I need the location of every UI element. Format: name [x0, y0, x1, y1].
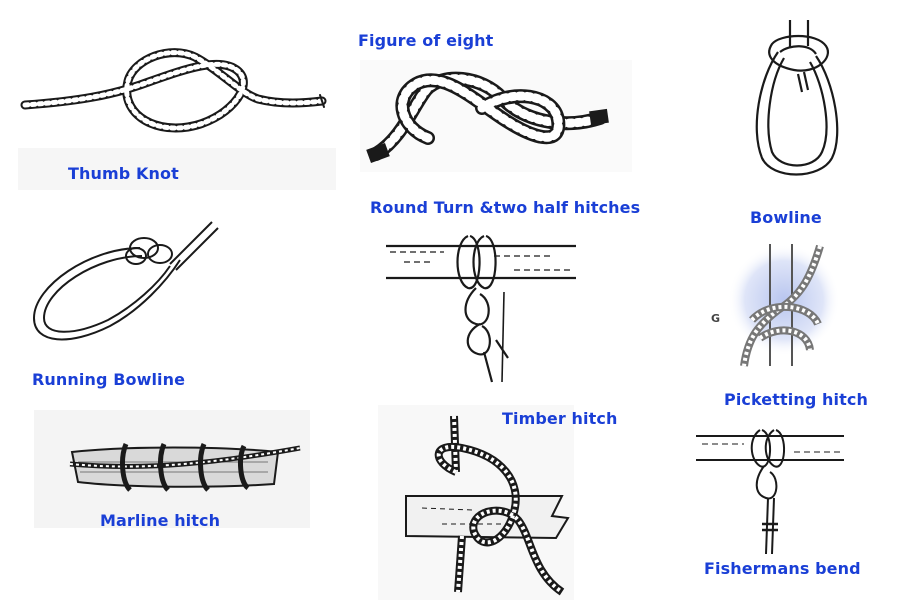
label-picketting-hitch: Picketting hitch: [724, 390, 868, 409]
marline-hitch-drawing-icon: [69, 443, 301, 492]
label-timber-hitch: Timber hitch: [502, 409, 618, 428]
label-bowline: Bowline: [750, 208, 822, 227]
label-figure-of-eight: Figure of eight: [358, 31, 494, 50]
thumb-knot-drawing-icon: [20, 48, 327, 133]
label-round-turn: Round Turn &two half hitches: [370, 198, 641, 217]
label-running-bowline: Running Bowline: [32, 370, 186, 389]
figure-of-eight-drawing-icon: [366, 71, 609, 163]
thumb-knot-tile: [18, 148, 336, 190]
fishermans-bend-drawing-icon: [696, 429, 844, 555]
bowline-drawing-icon: [755, 20, 839, 176]
label-thumb-knot: Thumb Knot: [68, 164, 179, 183]
picketting-marker: G: [711, 312, 721, 325]
label-fishermans-bend: Fishermans bend: [704, 559, 861, 578]
timber-hitch-drawing-icon: [405, 415, 570, 596]
round-turn-drawing-icon: [386, 234, 576, 383]
picketting-hitch-drawing-icon: [728, 244, 840, 367]
label-marline-hitch: Marline hitch: [100, 511, 221, 530]
running-bowline-drawing-icon: [32, 221, 219, 341]
